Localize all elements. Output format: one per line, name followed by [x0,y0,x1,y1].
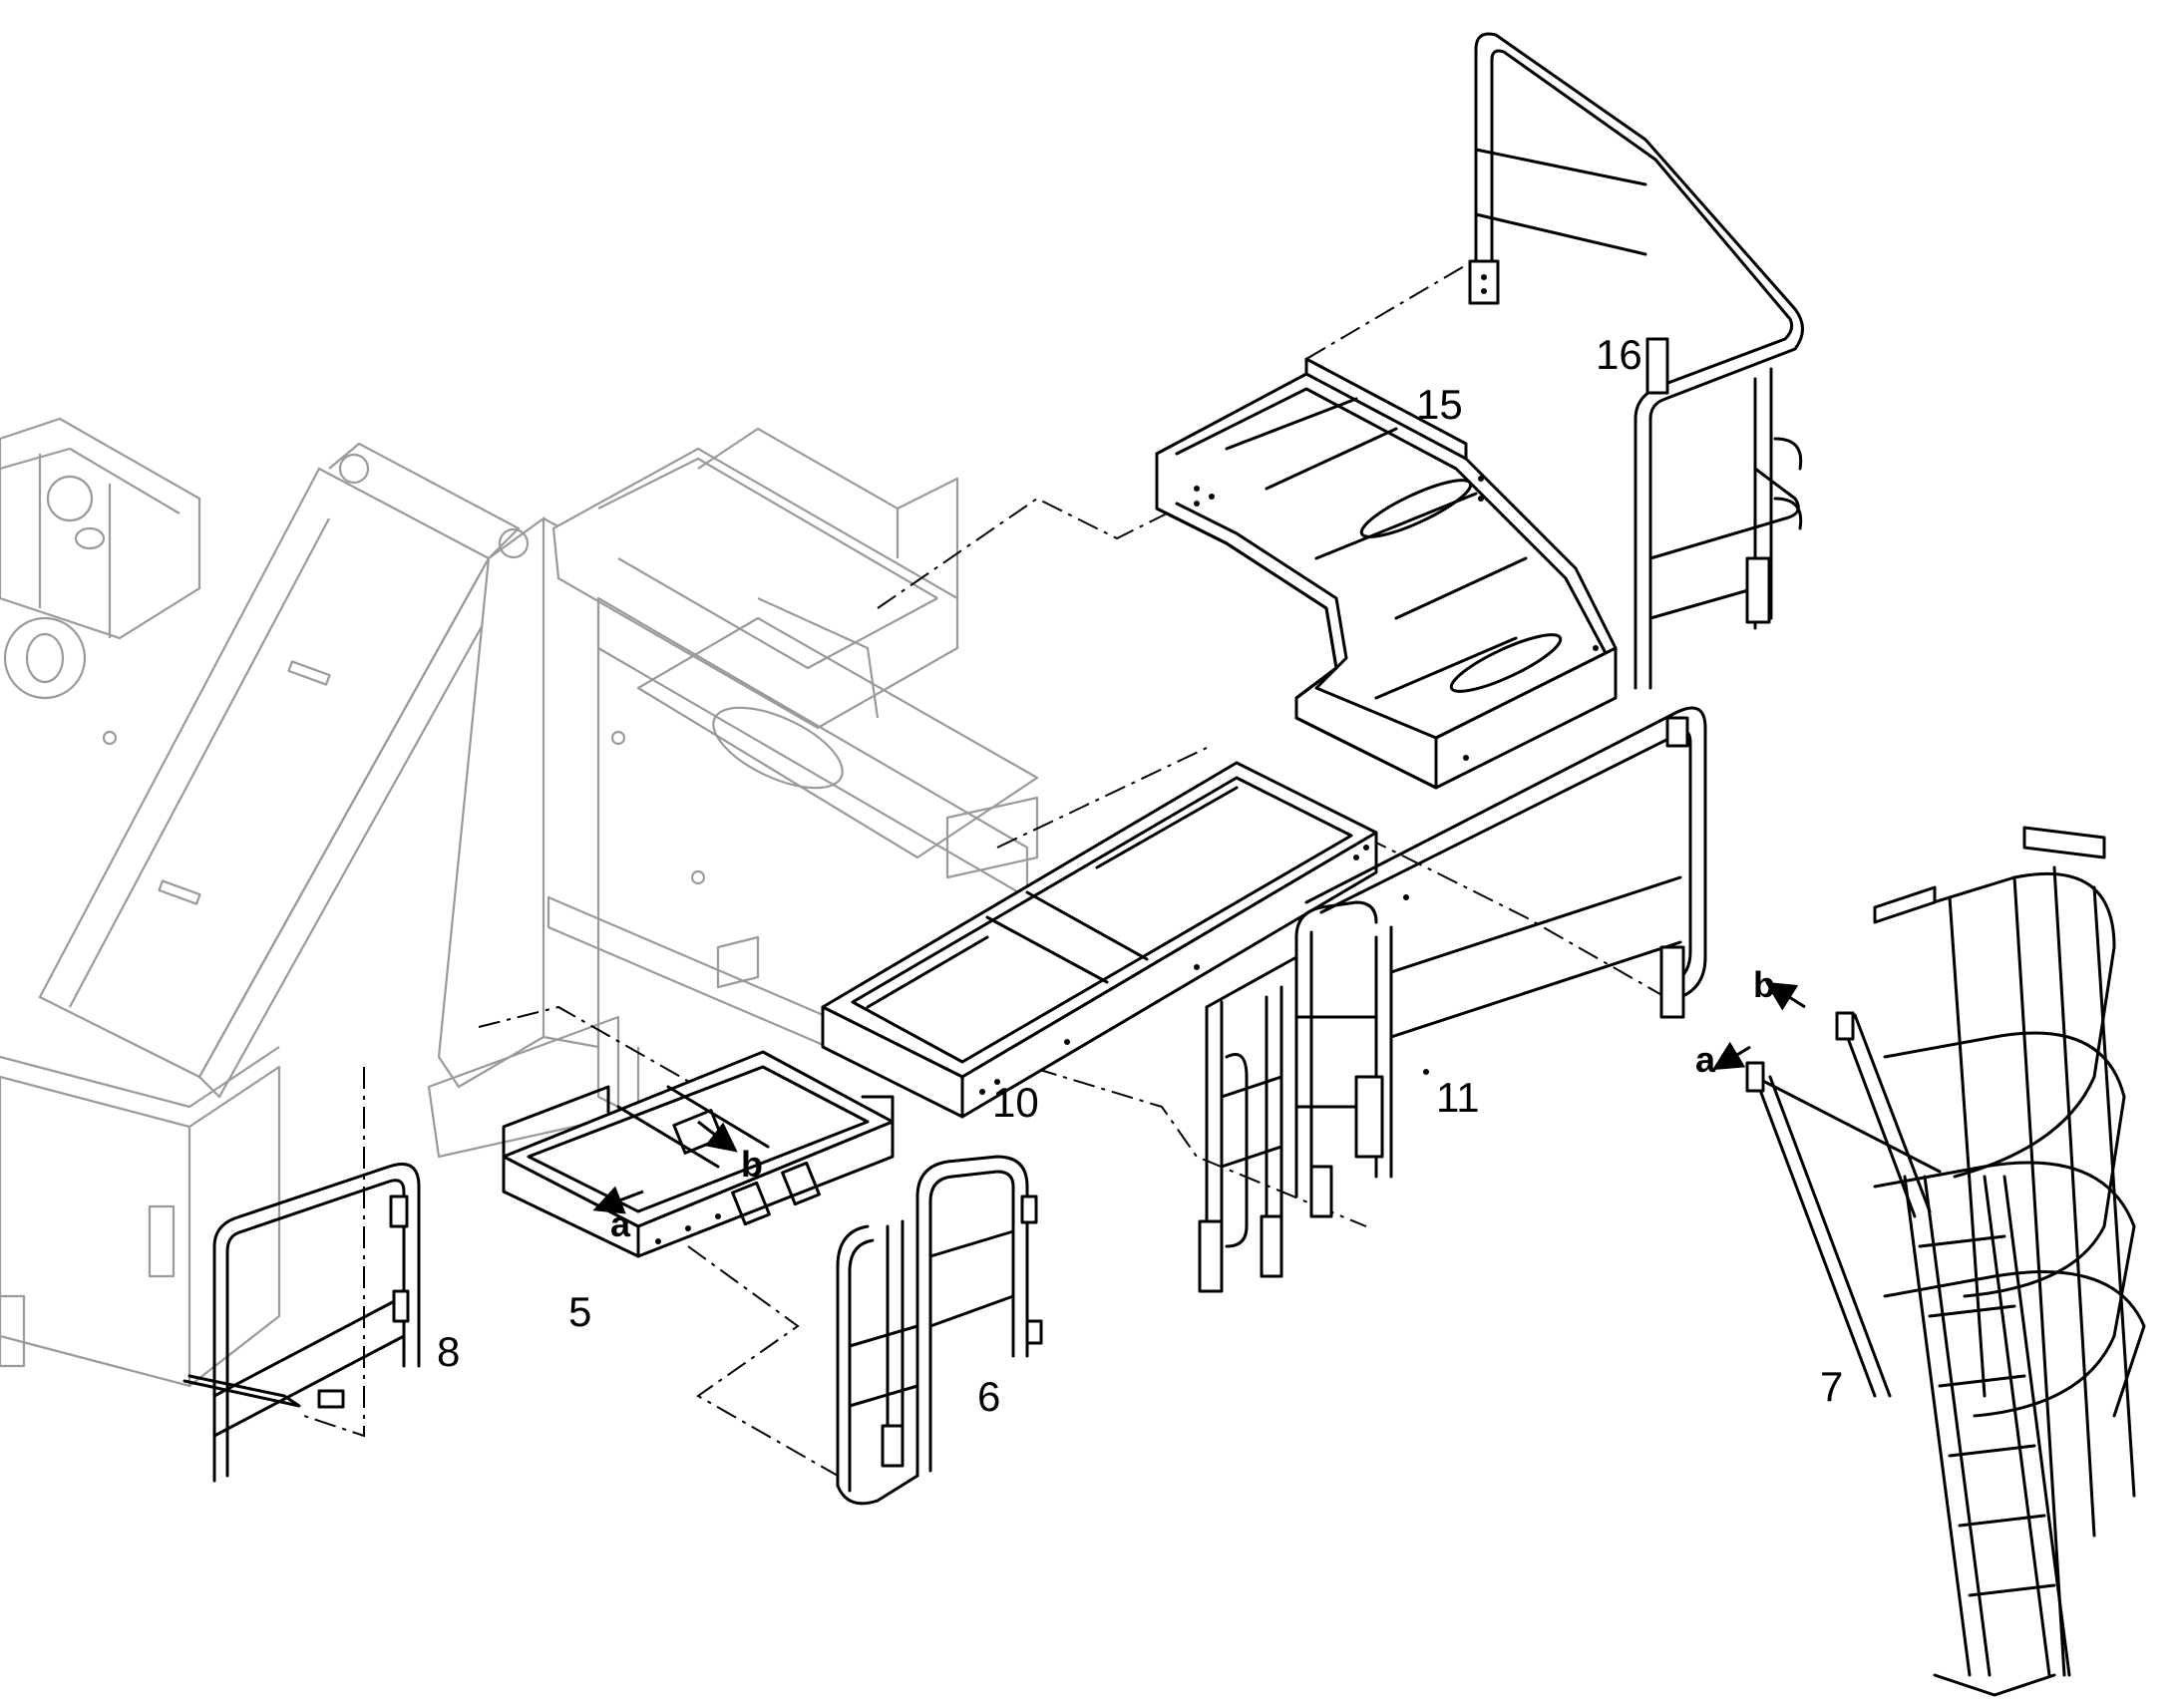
part-11-gate-rail [1294,706,1707,1198]
machine-frame-ghost [0,417,1039,1388]
callout-labels: 5 6 7 8 10 11 15 16 [437,331,1843,1420]
part-5-small-platform [502,1050,895,1258]
callout-11: 11 [1436,1074,1480,1121]
part-11-side-gate [1198,955,1333,1293]
marker-a-ladder: a [1695,1039,1716,1080]
part-16-handrail [1468,32,1804,690]
arrow-b-ladder [1764,981,1806,1011]
callout-8: 8 [437,1328,460,1375]
arrow-a-platform [592,1186,644,1214]
callout-15: 15 [1416,381,1463,428]
callout-5: 5 [568,1288,591,1335]
callout-16: 16 [1596,331,1642,378]
callout-6: 6 [977,1373,1000,1420]
part-8-handrail [182,1163,421,1483]
part-15-stepped-platform [1155,357,1618,790]
reference-letters: a b a b [610,964,1775,1244]
arrow-b-platform [697,1120,738,1153]
part-6-gate [836,1155,1043,1506]
callout-10: 10 [992,1079,1039,1126]
arrow-a-ladder [1711,1041,1751,1071]
marker-a-platform: a [610,1203,631,1244]
part-10-platform-frame [821,761,1378,1119]
callout-7: 7 [1820,1363,1843,1410]
part-7-caged-ladder [1711,826,2146,1697]
marker-b-platform: b [741,1144,763,1185]
marker-b-ladder: b [1753,964,1775,1005]
